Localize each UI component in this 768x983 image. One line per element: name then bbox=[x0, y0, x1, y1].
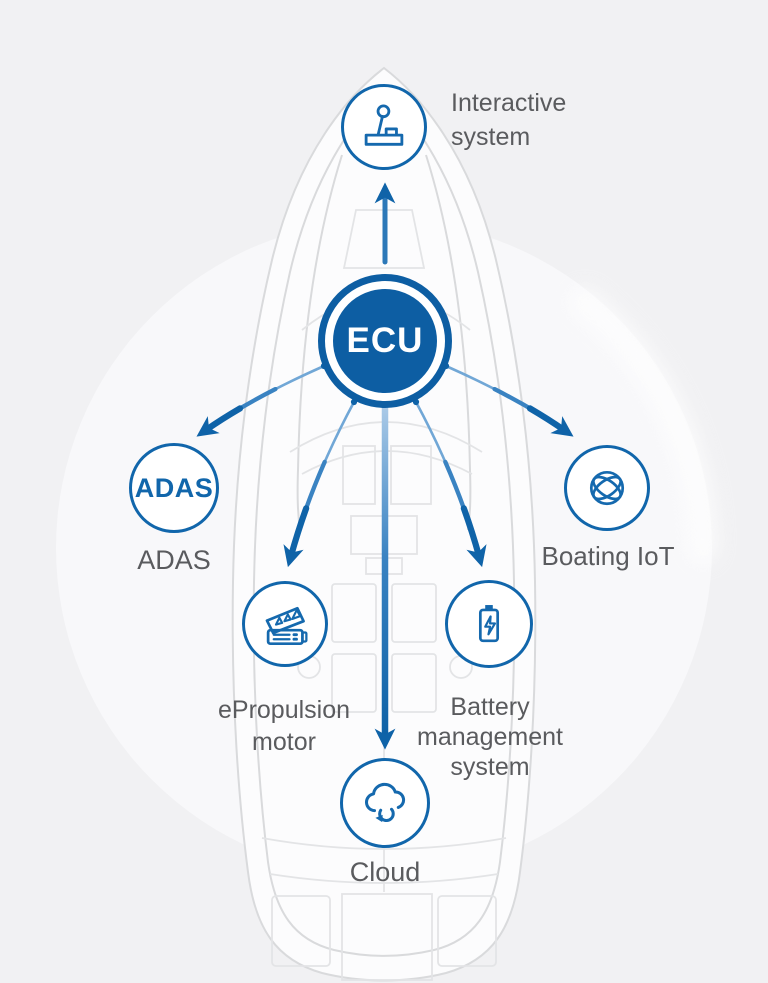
battery-icon bbox=[478, 605, 500, 643]
arrow-ecu-to-adas bbox=[196, 362, 328, 437]
label-line: ePropulsion bbox=[217, 696, 351, 724]
battery-management-label: Battery management system bbox=[390, 692, 590, 782]
adas-node: ADAS bbox=[129, 443, 219, 533]
cloud-node bbox=[340, 758, 430, 848]
label-line: management bbox=[417, 723, 563, 751]
label-line: Interactive bbox=[451, 89, 567, 117]
arrow-ecu-to-battery bbox=[412, 398, 487, 568]
cloud-label: Cloud bbox=[349, 857, 421, 887]
halo-highlight bbox=[570, 287, 718, 563]
cloud-sync-icon bbox=[365, 782, 406, 823]
epropulsion-motor-node bbox=[242, 581, 328, 667]
ecu-label: ECU bbox=[346, 321, 424, 360]
interactive-system-label: Interactive system bbox=[451, 86, 631, 154]
adas-circle-text: ADAS bbox=[134, 472, 214, 503]
arrow-ecu-to-iot bbox=[442, 362, 574, 437]
adas-label: ADAS bbox=[137, 545, 211, 575]
interactive-system-node bbox=[341, 84, 427, 170]
boating-iot-label: Boating IoT bbox=[541, 541, 675, 571]
label-line: system bbox=[450, 753, 530, 781]
boating-iot-node bbox=[564, 445, 650, 531]
epropulsion-motor-label: ePropulsion motor bbox=[184, 694, 384, 758]
arrow-ecu-to-motor bbox=[283, 398, 358, 568]
motor-icon bbox=[265, 606, 308, 646]
globe-icon bbox=[589, 470, 625, 506]
label-line: motor bbox=[252, 728, 316, 756]
label-line: Battery bbox=[450, 693, 530, 721]
label-line: system bbox=[451, 123, 531, 151]
ecu-node: ECU bbox=[318, 274, 452, 408]
battery-management-node bbox=[445, 580, 533, 668]
ecu-badge: ECU bbox=[333, 289, 437, 393]
joystick-icon bbox=[364, 104, 404, 146]
